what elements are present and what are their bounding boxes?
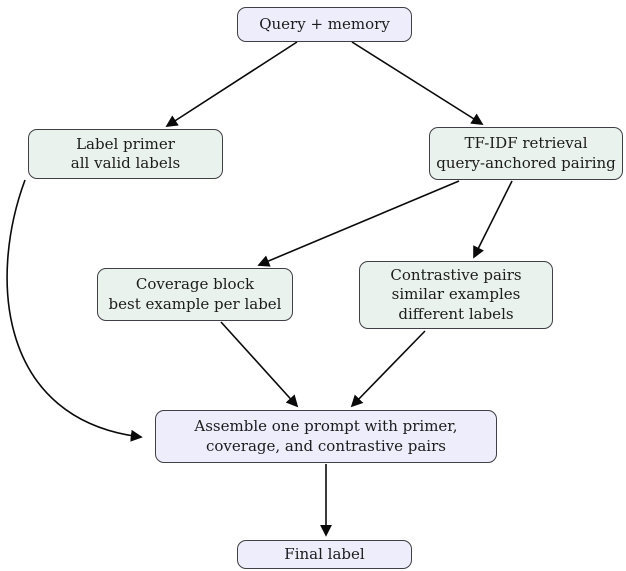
node-query-memory: Query + memory <box>237 7 412 42</box>
edge-coverage-to-assemble <box>220 321 299 408</box>
edge-query-to-label-primer <box>165 41 298 127</box>
edge-tfidf-to-coverage <box>257 180 460 267</box>
node-final-label: Final label <box>237 540 412 569</box>
edge-query-to-tfidf <box>351 41 484 125</box>
node-assemble-prompt: Assemble one prompt with primer, coverag… <box>155 410 497 463</box>
node-coverage-block: Coverage block best example per label <box>97 268 293 321</box>
node-label-primer: Label primer all valid labels <box>28 129 223 179</box>
node-contrastive-pairs: Contrastive pairs similar examples diffe… <box>359 261 553 329</box>
edge-tfidf-to-contrastive <box>473 180 513 259</box>
node-tfidf-retrieval: TF-IDF retrieval query-anchored pairing <box>429 127 623 180</box>
edge-contrastive-to-assemble <box>350 330 426 408</box>
